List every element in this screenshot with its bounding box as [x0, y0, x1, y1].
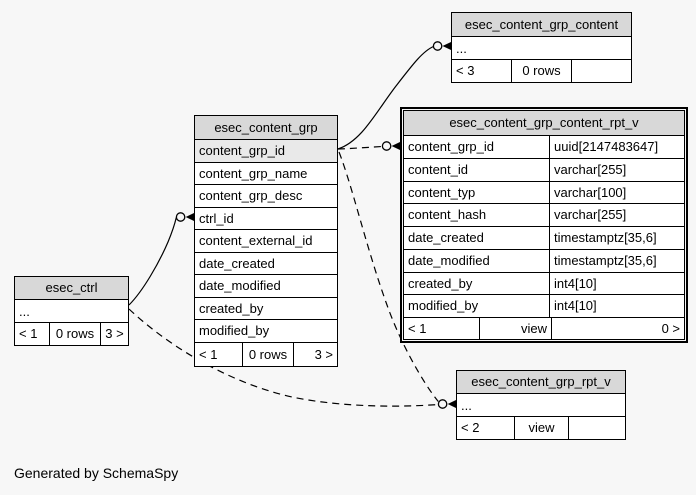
table-header[interactable]: esec_content_grp_content — [452, 13, 631, 37]
column-name: content_id — [404, 158, 550, 181]
fk-circle — [175, 212, 186, 222]
fk-circle — [437, 399, 448, 409]
column-row: created_by — [195, 298, 337, 320]
children-count: 3 > — [100, 323, 128, 345]
children-count — [568, 417, 625, 439]
fk-circle — [432, 41, 443, 51]
column-row: modified_by int4[10] — [404, 295, 684, 318]
table-footer: < 2 view — [457, 417, 625, 439]
column-type: timestamptz[35,6] — [554, 230, 657, 245]
column-name: modified_by — [404, 295, 550, 317]
column-row: content_id varchar[255] — [404, 158, 684, 182]
column-type: int4[10] — [554, 298, 597, 314]
table-esec_content_grp_rpt_v: esec_content_grp_rpt_v ... < 2 view — [456, 370, 626, 440]
edge-grp-to-content-rpt-v — [337, 145, 383, 150]
column-row: modified_by — [195, 320, 337, 343]
table-header[interactable]: esec_content_grp_rpt_v — [457, 371, 625, 394]
column-type: varchar[255] — [554, 161, 627, 177]
column-type: uuid[2147483647] — [554, 139, 659, 154]
edge-ctrl-to-grp-rpt-v — [128, 308, 439, 407]
column-row: content_grp_id uuid[2147483647] — [404, 136, 684, 159]
table-esec_content_grp: esec_content_grp content_grp_id content_… — [194, 115, 338, 367]
column-name: created_by — [404, 272, 550, 295]
column-row: date_created timestamptz[35,6] — [404, 227, 684, 250]
column-row: content_grp_desc — [195, 185, 337, 208]
column-row: ... — [452, 37, 631, 60]
edge-ctrl-to-grp — [128, 217, 177, 306]
view-label: view — [479, 318, 551, 340]
column-name: date_modified — [404, 249, 550, 272]
edge-grp-to-grp-rpt-v — [338, 151, 439, 402]
table-esec_ctrl: esec_ctrl ... < 1 0 rows 3 > — [14, 276, 129, 346]
children-count — [571, 60, 631, 82]
row-count: 0 rows — [49, 323, 100, 345]
table-footer: < 1 view 0 > — [404, 318, 684, 340]
generated-by-note: Generated by SchemaSpy — [14, 465, 179, 481]
fk-arrowhead — [442, 42, 451, 50]
row-count: 0 rows — [511, 60, 571, 82]
parents-count: < 1 — [408, 321, 427, 336]
table-header[interactable]: esec_content_grp_content_rpt_v — [404, 111, 684, 136]
column-row: content_typ varchar[100] — [404, 181, 684, 205]
table-esec_content_grp_content: esec_content_grp_content ... < 3 0 rows — [451, 12, 632, 83]
view-esec_content_grp_content_rpt_v-outline: esec_content_grp_content_rpt_v content_g… — [400, 107, 688, 343]
column-row: content_grp_name — [195, 163, 337, 185]
column-name: date_created — [404, 227, 550, 249]
fk-circle — [381, 141, 392, 151]
parents-count: < 2 — [461, 420, 480, 435]
table-header[interactable]: esec_ctrl — [15, 277, 128, 300]
table-esec_content_grp_content_rpt_v: esec_content_grp_content_rpt_v content_g… — [403, 110, 685, 340]
table-footer: < 1 0 rows 3 > — [15, 323, 128, 345]
fk-arrowhead — [185, 213, 194, 221]
parents-count: < 1 — [199, 346, 218, 362]
column-row: ... — [457, 394, 625, 417]
row-count: 0 rows — [242, 342, 293, 366]
parents-count: < 1 — [19, 326, 38, 341]
column-row: created_by int4[10] — [404, 272, 684, 296]
fk-arrowhead — [447, 400, 456, 408]
column-row: ctrl_id — [195, 208, 337, 230]
column-row: content_hash varchar[255] — [404, 204, 684, 227]
table-header[interactable]: esec_content_grp — [195, 116, 337, 140]
column-type: varchar[255] — [554, 207, 627, 223]
children-count: 0 > — [551, 318, 684, 340]
table-footer: < 1 0 rows 3 > — [195, 342, 337, 366]
column-type: timestamptz[35,6] — [554, 252, 657, 268]
column-row: date_created — [195, 253, 337, 275]
column-name: content_hash — [404, 204, 550, 226]
view-label: view — [514, 417, 568, 439]
fk-arrowhead — [391, 142, 400, 150]
column-name: content_typ — [404, 181, 550, 204]
column-row: ... — [15, 300, 128, 323]
column-row: date_modified timestamptz[35,6] — [404, 249, 684, 273]
column-row: content_external_id — [195, 230, 337, 253]
column-name: content_grp_id — [404, 136, 550, 158]
edge-grp-to-content — [337, 45, 434, 150]
column-type: int4[10] — [554, 275, 597, 291]
column-type: varchar[100] — [554, 184, 627, 200]
parents-count: < 3 — [456, 63, 475, 78]
column-row: date_modified — [195, 275, 337, 298]
table-footer: < 3 0 rows — [452, 60, 631, 82]
column-row-pk: content_grp_id — [195, 140, 337, 163]
children-count: 3 > — [293, 342, 337, 366]
